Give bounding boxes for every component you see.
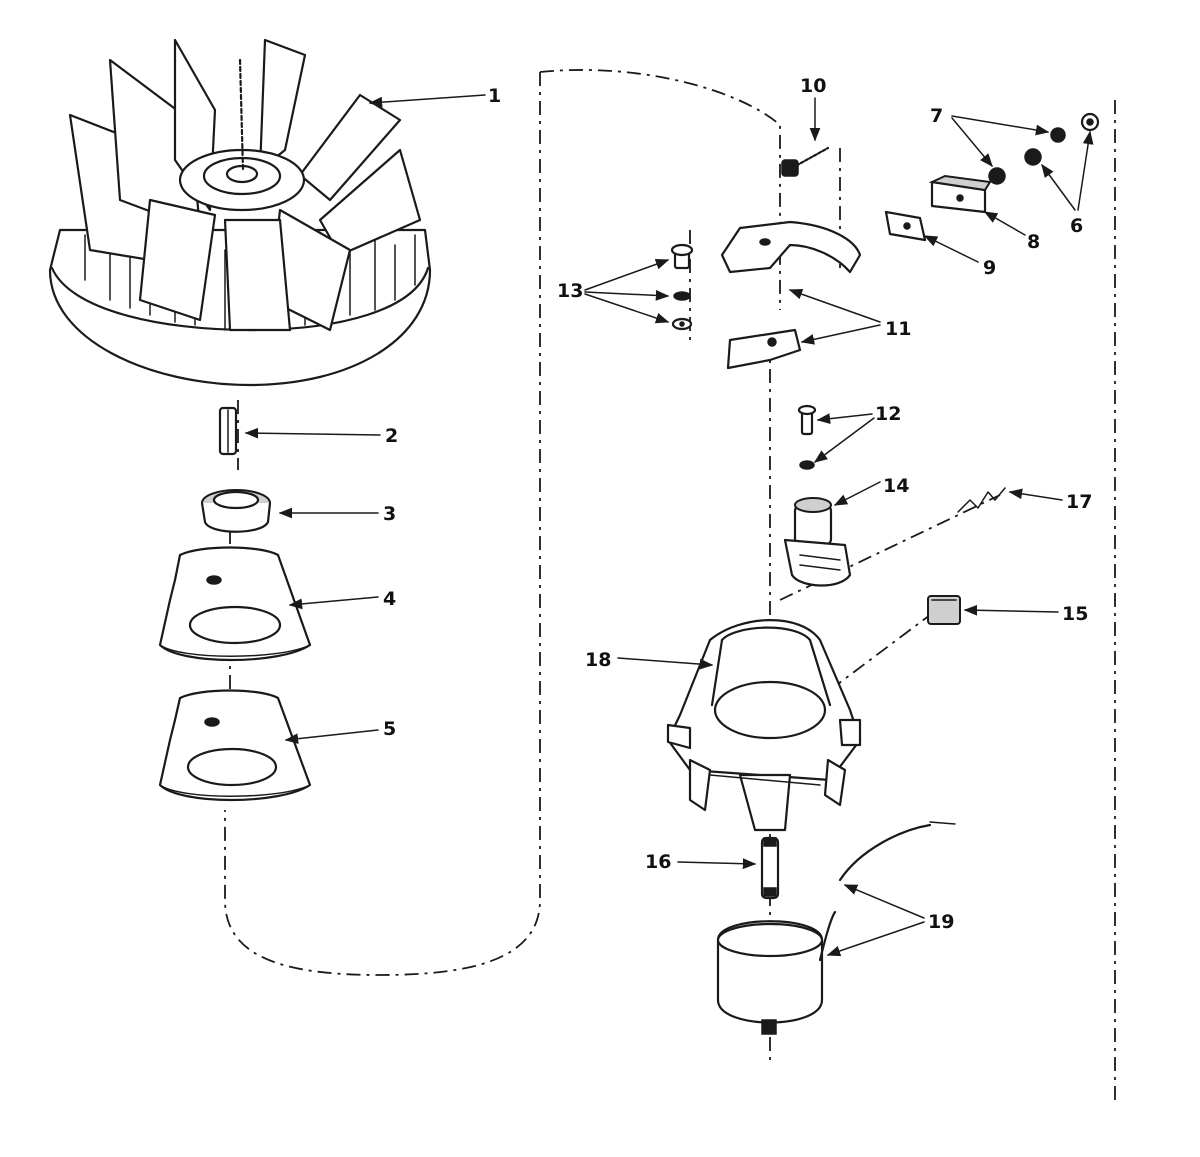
callout-3: 3 (383, 503, 396, 525)
clip-part-8 (928, 174, 992, 214)
callout-16: 16 (645, 851, 671, 873)
callout-1: 1 (488, 85, 501, 107)
callout-18: 18 (585, 649, 611, 671)
screws-part-13 (670, 243, 694, 331)
callout-19: 19 (928, 911, 954, 933)
callout-9: 9 (983, 257, 996, 279)
key-part-2 (218, 406, 238, 456)
shaft-part-16 (760, 836, 780, 900)
callout-4: 4 (383, 588, 396, 610)
callout-17: 17 (1066, 491, 1092, 513)
plate-part-9 (884, 210, 927, 242)
bracket-part-11 (720, 220, 862, 370)
callout-5: 5 (383, 718, 396, 740)
cap-part-19 (716, 821, 956, 1035)
callout-8: 8 (1027, 231, 1040, 253)
callout-6: 6 (1070, 215, 1083, 237)
pad-part-15 (927, 595, 961, 625)
plate-part-4 (158, 546, 312, 662)
housing-part-18 (666, 619, 862, 832)
component-part-14 (783, 497, 852, 587)
callout-2: 2 (385, 425, 398, 447)
nuts-part-6-7 (988, 112, 1100, 185)
plate-part-5 (158, 689, 312, 802)
spring-part-17 (957, 487, 1006, 513)
callout-11: 11 (885, 318, 911, 340)
screws-part-12 (797, 404, 817, 470)
fan-part-1 (48, 38, 432, 387)
callout-7: 7 (930, 105, 943, 127)
callout-12: 12 (875, 403, 901, 425)
callout-10: 10 (800, 75, 826, 97)
screw-part-10 (781, 146, 830, 177)
callout-13: 13 (557, 280, 583, 302)
callout-14: 14 (883, 475, 909, 497)
callout-15: 15 (1062, 603, 1088, 625)
collar-part-3 (200, 489, 272, 533)
